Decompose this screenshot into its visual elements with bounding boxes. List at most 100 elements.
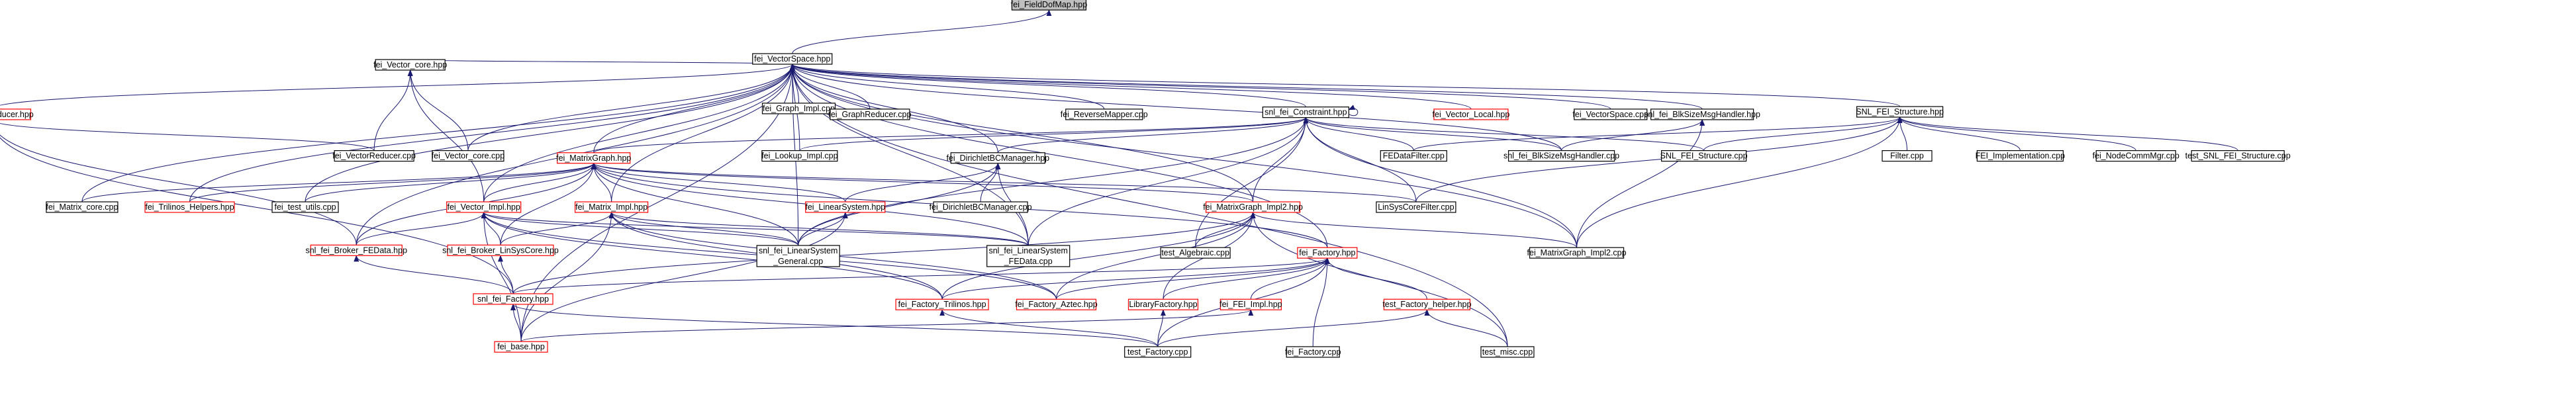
node-faztec[interactable]: fei_Factory_Aztec.hpp	[1015, 298, 1098, 310]
node-base[interactable]: fei_base.hpp	[494, 341, 548, 353]
node-vspacecpp[interactable]: fei_VectorSpace.cpp	[1572, 109, 1648, 120]
edge-lsgeneral-to-mimpl	[608, 212, 799, 246]
node-vlocal[interactable]: fei_Vector_Local.hpp	[1433, 109, 1510, 120]
node-box	[1124, 346, 1192, 358]
edge-snlstructcpp-to-snlstruct	[1703, 116, 1903, 151]
edge-linsyscore-to-snlstruct	[1415, 116, 1903, 202]
edge-mgimpl2cpp-to-vspace	[789, 64, 1578, 248]
node-snlstruct[interactable]: SNL_FEI_Structure.hpp	[1856, 106, 1944, 118]
node-graphimpl[interactable]: fei_Graph_Impl.cpp	[761, 103, 836, 114]
edge-lsfedata-to-snlconstraint	[1027, 116, 1309, 245]
node-trilinos[interactable]: fei_Trilinos_Helpers.hpp	[144, 201, 235, 213]
node-vreducer[interactable]: fei_VectorReducer.hpp	[0, 109, 34, 120]
node-box	[752, 53, 833, 65]
node-vcorecpp[interactable]: fei_Vector_core.cpp	[432, 150, 505, 162]
node-snlconstraint[interactable]: snl_fei_Constraint.hpp	[1262, 107, 1349, 118]
node-blksizecpp[interactable]: snl_fei_BlkSizeMsgHandler.cpp	[1503, 150, 1619, 162]
node-lsfedata[interactable]: snl_fei_LinearSystem_FEData.cpp	[986, 245, 1071, 267]
node-box	[933, 201, 1028, 213]
node-matrixgraph[interactable]: fei_MatrixGraph.hpp	[556, 152, 631, 164]
node-box	[1219, 298, 1282, 310]
node-box	[1127, 298, 1199, 310]
node-box	[1380, 150, 1447, 162]
node-label: fei_DirichletBCManager.hpp	[946, 154, 1049, 163]
edge-mgimpl2cpp-to-snlstruct	[1576, 116, 1903, 248]
edge-feiimplhpp-to-factoryhpp	[1250, 257, 1330, 300]
node-label: snl_fei_Factory.hpp	[477, 294, 549, 304]
node-label: fei_VectorSpace.hpp	[754, 54, 830, 64]
node-label: fei_MatrixGraph_Impl2.cpp	[1527, 248, 1627, 257]
node-label: snl_fei_Broker_LinSysCore.hpp	[442, 245, 559, 255]
node-fieldDof[interactable]: fei_FieldDofMap.hpp	[1011, 0, 1087, 11]
node-label: fei_Factory.hpp	[1299, 248, 1355, 257]
edge-testfactory-to-testfh	[1157, 309, 1430, 347]
node-linsyscore[interactable]: LinSysCoreFilter.cpp	[1376, 201, 1456, 213]
edge-blksizecpp-to-blksize	[1561, 118, 1705, 151]
node-snlstructcpp[interactable]: SNL_FEI_Structure.cpp	[1660, 150, 1748, 162]
node-feiimpl[interactable]: FEI_Implementation.cpp	[1976, 150, 2066, 162]
node-graphreducer[interactable]: fei_GraphReducer.cpp	[828, 109, 912, 120]
node-ffactorycpp[interactable]: fei_Factory.cpp	[1285, 346, 1341, 358]
node-box	[447, 244, 554, 256]
node-nodecomm[interactable]: fei_NodeCommMgr.cpp	[2093, 150, 2179, 162]
node-box	[334, 150, 414, 162]
node-label: fei_Graph_Impl.cpp	[763, 104, 835, 113]
node-mimpl[interactable]: fei_Matrix_Impl.hpp	[575, 201, 649, 213]
node-dirichletcpp[interactable]: fei_DirichletBCManager.cpp	[930, 201, 1032, 213]
node-testfh[interactable]: test_Factory_helper.hpp	[1382, 298, 1471, 310]
edge-trilinos-to-matrixgraph	[189, 162, 596, 202]
node-brokerlsc[interactable]: snl_fei_Broker_LinSysCore.hpp	[442, 244, 559, 256]
node-vreducercpp[interactable]: fei_VectorReducer.cpp	[332, 150, 416, 162]
node-label: fei_Matrix_core.cpp	[46, 202, 118, 212]
node-vimpl[interactable]: fei_Vector_Impl.hpp	[446, 201, 522, 213]
node-testfactory[interactable]: test_Factory.cpp	[1124, 346, 1192, 358]
edge-testfactory-to-snlfactory	[510, 303, 1159, 347]
node-box	[1065, 109, 1143, 120]
node-vspace[interactable]: fei_VectorSpace.hpp	[752, 53, 833, 65]
node-factoryhpp[interactable]: fei_Factory.hpp	[1297, 247, 1358, 259]
edge-dirichlet-to-snlconstraint	[997, 116, 1309, 154]
edge-testfactory-to-ftrilinos	[939, 309, 1159, 347]
node-box	[1650, 109, 1754, 120]
node-mgimpl2cpp[interactable]: fei_MatrixGraph_Impl2.cpp	[1527, 247, 1627, 259]
node-label: SNL_FEI_Structure.cpp	[1660, 152, 1748, 161]
node-brokerfe[interactable]: snl_fei_Broker_FEData.hpp	[305, 244, 407, 256]
node-testalg[interactable]: test_Algebraic.cpp	[1160, 247, 1231, 259]
node-feiimplhpp[interactable]: fei_FEI_Impl.hpp	[1219, 298, 1282, 310]
node-testutils[interactable]: fei_test_utils.cpp	[271, 201, 339, 213]
node-lookup[interactable]: fei_Lookup_Impl.cpp	[761, 150, 838, 162]
node-ftrilinos[interactable]: fei_Factory_Trilinos.hpp	[895, 298, 989, 310]
node-fedatafilter[interactable]: FEDataFilter.cpp	[1380, 150, 1447, 162]
node-label: fei_DirichletBCManager.cpp	[930, 202, 1032, 212]
node-matrixcore[interactable]: fei_Matrix_core.cpp	[46, 201, 119, 213]
node-mgimpl2[interactable]: fei_MatrixGraph_Impl2.hpp	[1203, 201, 1303, 213]
edge-ftrilinos-to-mgimpl2	[941, 212, 1256, 300]
node-linsys[interactable]: fei_LinearSystem.hpp	[805, 201, 886, 213]
edge-snlstruct-to-vspace	[790, 64, 1901, 107]
node-revmapper[interactable]: fei_ReverseMapper.cpp	[1061, 109, 1148, 120]
node-filter[interactable]: Filter.cpp	[1882, 150, 1932, 162]
node-label: FEDataFilter.cpp	[1383, 152, 1445, 161]
edge-matrixcore-to-matrixgraph	[81, 162, 596, 202]
node-blksize[interactable]: snl_fei_BlkSizeMsgHandler.hpp	[1644, 109, 1760, 120]
edge-testalg-to-mgimpl2	[1195, 212, 1256, 248]
node-dirichlet[interactable]: fei_DirichletBCManager.hpp	[946, 152, 1049, 164]
edge-mgimpl2cpp-to-blksize	[1576, 118, 1705, 248]
node-testmisc[interactable]: test_misc.cpp	[1480, 346, 1535, 358]
edge-ffactorycpp-to-factoryhpp	[1312, 257, 1330, 347]
node-vcore[interactable]: fei_Vector_core.hpp	[373, 59, 447, 71]
edge-linsyscore-to-matrixgraph	[591, 162, 1417, 202]
node-box	[1205, 201, 1301, 213]
node-testsnl[interactable]: test_SNL_FEI_Structure.cpp	[2185, 150, 2291, 162]
node-label: SNL_FEI_Structure.hpp	[1856, 107, 1944, 116]
node-libfactory[interactable]: LibraryFactory.hpp	[1127, 298, 1199, 310]
node-box	[761, 103, 836, 114]
node-box	[2191, 150, 2285, 162]
node-label: _General.cpp	[773, 257, 823, 266]
node-snlfactory[interactable]: snl_fei_Factory.hpp	[473, 293, 553, 305]
edge-vimpl-to-vcore	[407, 69, 485, 202]
node-box	[0, 109, 32, 120]
node-box	[895, 298, 989, 310]
edge-blksize-to-vspace	[790, 64, 1703, 110]
node-lsgeneral[interactable]: snl_fei_LinearSystem_General.cpp	[756, 245, 840, 267]
